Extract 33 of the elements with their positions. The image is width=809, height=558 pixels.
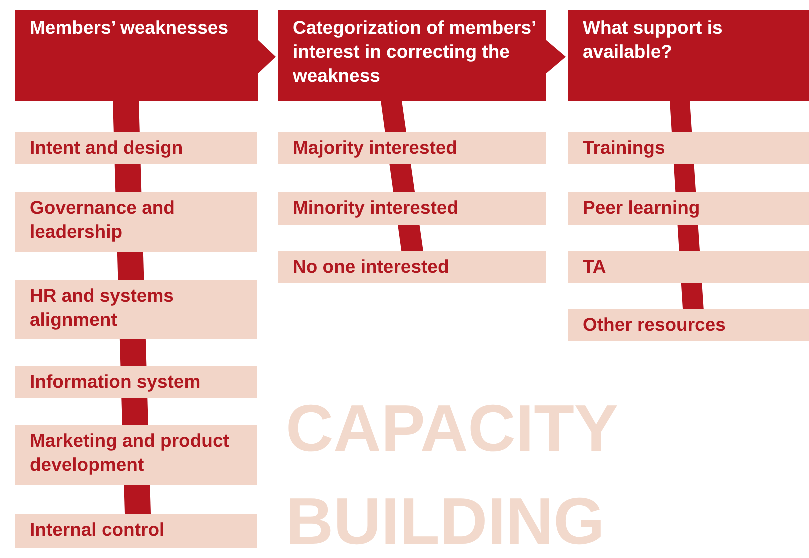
item-text: Information system (30, 370, 202, 394)
item-box (278, 251, 546, 283)
item-text: Governance and leadership (30, 196, 176, 244)
item-text: No one interested (293, 255, 450, 279)
item-box (568, 132, 809, 164)
item-box (278, 132, 546, 164)
item-box (15, 132, 257, 164)
item-text: Trainings (583, 136, 666, 160)
item-box (15, 192, 257, 252)
item-text: TA (583, 255, 608, 279)
item-box (278, 192, 546, 225)
header-text: Categorization of members’ interest in correcting the weakness (293, 16, 536, 88)
item-box (15, 280, 257, 339)
chevron-arrow (258, 40, 276, 74)
item-text: Peer learning (583, 196, 702, 220)
header-text: Members’ weaknesses (30, 16, 230, 40)
item-text: Minority interested (293, 196, 460, 220)
item-text: Majority interested (293, 136, 458, 160)
item-text: Other resources (583, 313, 727, 337)
header-box (568, 10, 809, 101)
chevron-arrow (546, 40, 566, 74)
item-box (568, 251, 809, 283)
item-box (15, 514, 257, 548)
item-box (15, 425, 257, 485)
item-box (568, 192, 809, 225)
item-box (568, 309, 809, 341)
item-text: Marketing and product development (30, 429, 230, 477)
header-box (15, 10, 258, 101)
item-text: HR and systems alignment (30, 284, 175, 332)
item-text: Internal control (30, 518, 166, 542)
item-box (15, 366, 257, 398)
item-text: Intent and design (30, 136, 184, 160)
header-text: What support is available? (583, 16, 724, 64)
